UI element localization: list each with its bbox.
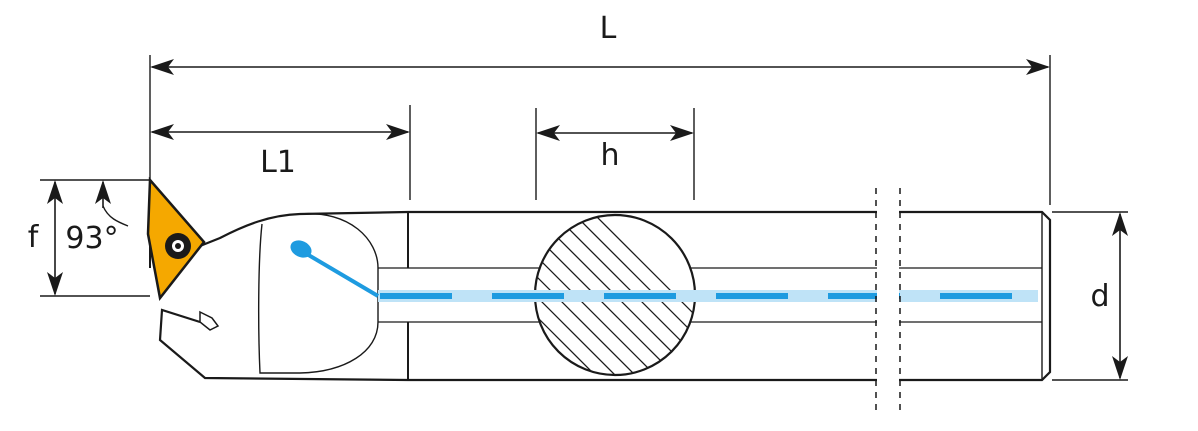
dimension-f: f xyxy=(28,179,150,297)
insert-clamp-tip xyxy=(199,310,220,331)
angle-annotation: 93° xyxy=(65,180,129,256)
label-f: f xyxy=(28,220,40,255)
shank-cross-section xyxy=(533,213,697,377)
cutting-insert xyxy=(146,176,220,331)
dimension-h: h xyxy=(535,108,695,200)
break-gap xyxy=(877,210,899,382)
label-L: L xyxy=(600,11,617,46)
label-h: h xyxy=(600,138,619,173)
break-lines-overlay xyxy=(875,188,901,410)
dimension-d: d xyxy=(1052,211,1128,381)
dimension-L: L xyxy=(149,11,1051,205)
coolant-channel xyxy=(290,240,1038,302)
label-L1: L1 xyxy=(260,145,296,180)
label-d: d xyxy=(1090,279,1109,314)
dimension-L1: L1 xyxy=(150,105,411,200)
label-angle: 93° xyxy=(65,221,118,256)
